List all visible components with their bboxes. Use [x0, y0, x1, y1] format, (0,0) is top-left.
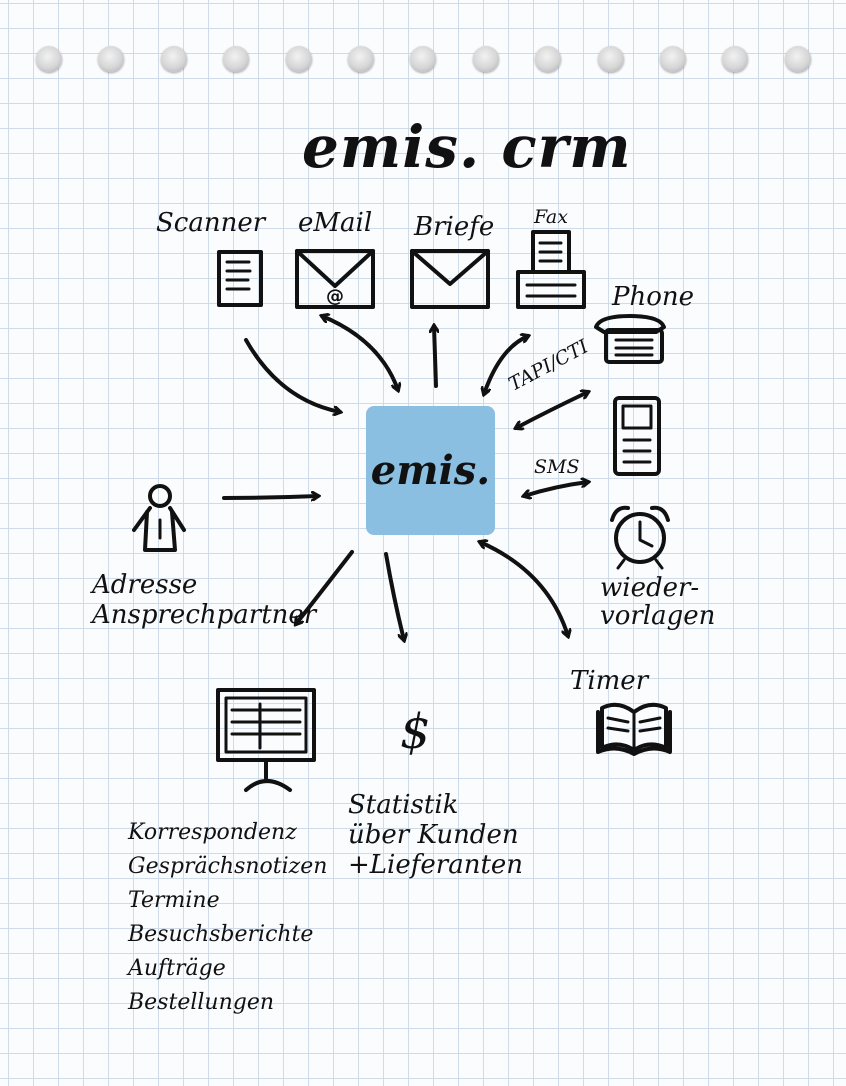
letter-envelope-icon — [410, 249, 490, 309]
label-sms: SMS — [534, 456, 580, 478]
label-wiedervorlagen: wieder- vorlagen — [600, 573, 716, 631]
binder-hole — [223, 46, 250, 72]
label-dokumente: Korrespondenz Gesprächsnotizen Termine B… — [128, 820, 328, 1015]
binder-hole — [348, 46, 374, 72]
emis-hub: emis. — [366, 406, 495, 535]
fax-machine-icon — [516, 230, 586, 309]
hub-label: emis. — [370, 447, 491, 494]
label-email: eMail — [298, 208, 373, 238]
binder-hole — [597, 46, 624, 72]
label-scanner: Scanner — [156, 208, 266, 238]
binder-hole — [285, 46, 312, 72]
svg-text:@: @ — [326, 286, 344, 307]
label-statistik: Statistik über Kunden +Lieferanten — [348, 790, 524, 880]
svg-text:$: $ — [400, 704, 431, 760]
desk-phone-icon — [594, 314, 666, 364]
scanner-document-icon — [217, 250, 263, 307]
email-envelope-icon: @ — [295, 249, 375, 309]
flow-arrows — [222, 316, 588, 640]
binder-hole — [36, 46, 62, 72]
binder-hole — [472, 46, 499, 72]
binder-hole — [535, 46, 562, 72]
binder-hole — [660, 46, 686, 72]
label-adresse: Adresse Ansprechpartner — [92, 570, 317, 630]
page-title: emis. crm — [302, 113, 632, 181]
open-book-icon — [596, 702, 672, 756]
binder-hole — [98, 46, 125, 72]
alarm-clock-icon — [610, 505, 670, 570]
label-briefe: Briefe — [414, 212, 495, 242]
label-phone: Phone — [612, 282, 695, 312]
mobile-phone-icon — [613, 396, 661, 476]
dollar-icon: $ — [400, 704, 431, 760]
binder-hole — [722, 46, 749, 72]
label-timer: Timer — [570, 666, 649, 696]
label-fax: Fax — [534, 206, 568, 228]
monitor-icon — [216, 688, 316, 792]
binder-hole — [160, 46, 187, 72]
person-icon — [132, 484, 186, 552]
binder-hole — [784, 46, 811, 72]
binder-hole — [410, 46, 437, 72]
